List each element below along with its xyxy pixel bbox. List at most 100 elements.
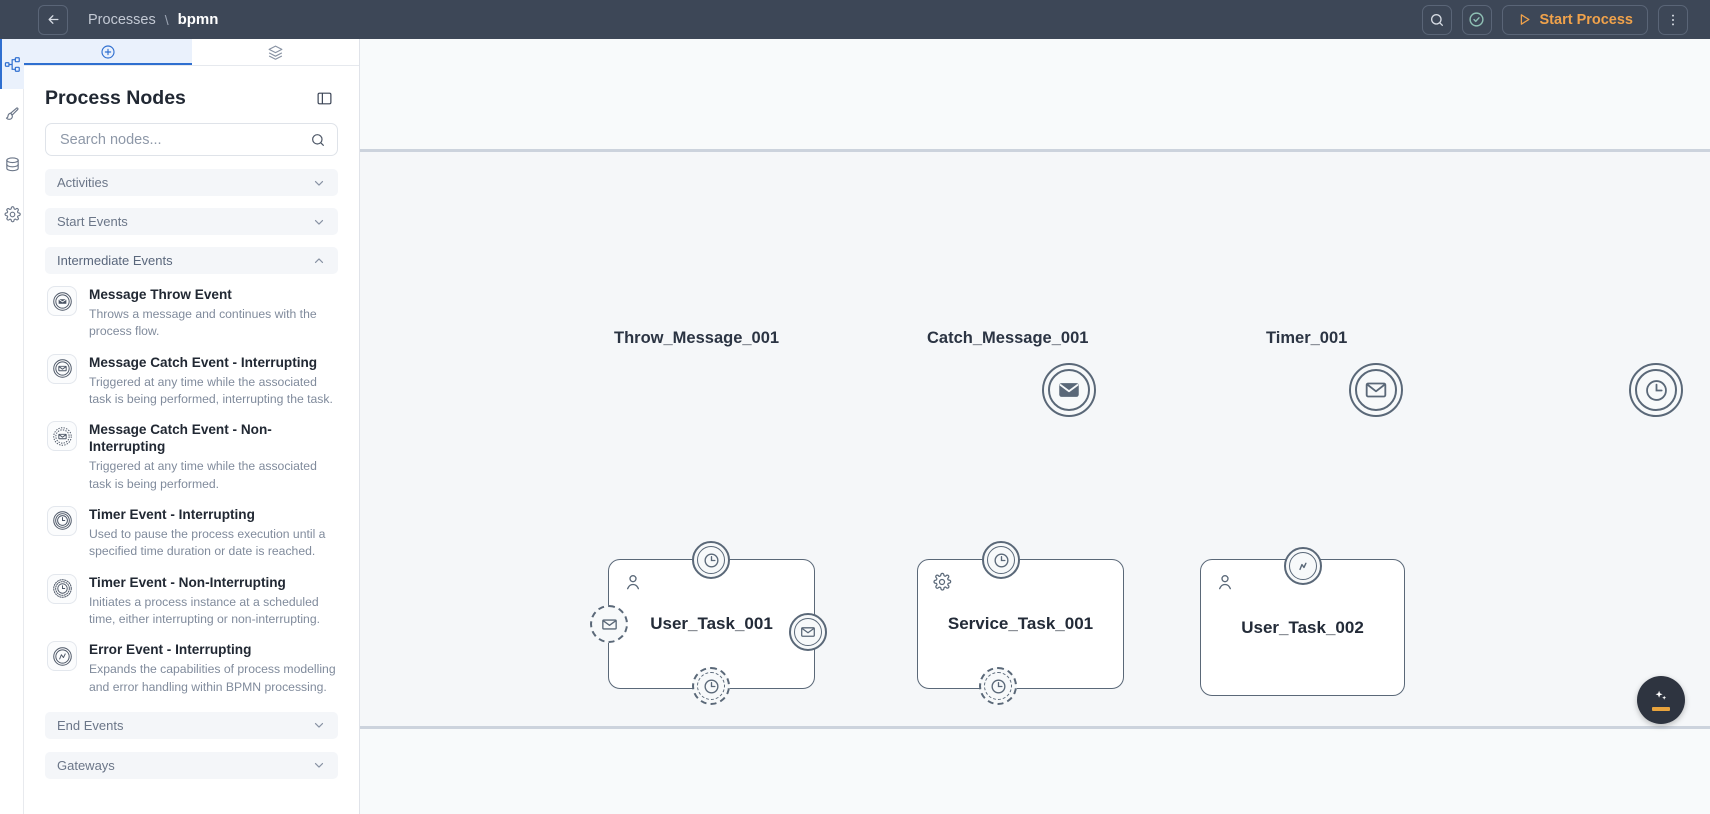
node-item-message-catch-event-non-interrupting[interactable]: Message Catch Event - Non-Interrupting T… [45,421,338,493]
chevron-down-icon [314,219,324,225]
lane-band-bottom [360,729,1710,814]
node-text: Error Event - Interrupting Expands the c… [89,641,338,696]
node-item-message-throw-event[interactable]: Message Throw Event Throws a message and… [45,286,338,341]
node-text: Timer Event - Interrupting Used to pause… [89,506,338,561]
category-activities[interactable]: Activities [45,169,338,196]
error-bolt-icon [1298,562,1307,570]
category-label: Activities [57,175,109,190]
attach-message-right-user-task-001[interactable] [789,613,827,651]
node-item-error-event-interrupting[interactable]: Error Event - Interrupting Expands the c… [45,641,338,696]
node-name: Message Throw Event [89,287,232,302]
chevron-down-icon [314,180,324,186]
clock-icon [703,678,719,694]
chevron-down-icon [314,723,324,728]
layers-icon [268,45,283,60]
category-label: Gateways [57,757,115,773]
paintbrush-icon [5,106,19,120]
process-nodes-panel: Process Nodes Activities [24,39,360,814]
error-event-interrupting-icon [52,646,72,666]
event-node-timer[interactable] [1629,363,1683,417]
timer-event-interrupting-icon [52,511,72,531]
node-name: Message Catch Event - Non-Interrupting [89,422,272,455]
breadcrumb: Processes \ bpmn [88,11,218,28]
attach-error-top-user-task-002[interactable] [1284,547,1322,585]
left-icon-rail [0,39,24,814]
category-label: Intermediate Events [57,253,173,268]
search-icon [312,133,324,146]
node-name: Timer Event - Interrupting [89,506,255,522]
node-item-timer-event-non-interrupting[interactable]: Timer Event - Non-Interrupting Initiates… [45,573,338,629]
search-input[interactable] [60,131,310,148]
category-start-events[interactable]: Start Events [45,208,338,235]
panel-header: Process Nodes [24,66,359,123]
attach-timer-bottom-service-task-001[interactable] [979,667,1017,705]
timer-event-non-interrupting-icon [52,579,72,598]
attach-timer-top-service-task-001[interactable] [982,541,1020,579]
panel-collapse-icon [317,92,332,105]
node-thumb [47,573,77,604]
start-process-label: Start Process [1539,11,1634,28]
node-item-message-catch-event-interrupting[interactable]: Message Catch Event - Interrupting Trigg… [45,353,338,409]
task-node-service-task-001[interactable]: Service_Task_001 [917,559,1124,689]
envelope-outline-icon [1365,382,1387,398]
attach-timer-top-user-task-001[interactable] [692,541,730,579]
back-button[interactable] [38,4,68,35]
node-description: Triggered at any time while the associat… [89,459,317,491]
rail-item-data[interactable] [0,139,24,189]
validate-button[interactable] [1461,4,1492,35]
ai-assistant-button[interactable] [1637,676,1685,724]
search-button[interactable] [1421,4,1452,35]
rail-item-appearance[interactable] [0,89,24,139]
node-item-timer-event-interrupting[interactable]: Timer Event - Interrupting Used to pause… [45,505,338,561]
lane-divider-top [360,149,1710,152]
category-intermediate-events[interactable]: Intermediate Events [45,247,338,274]
clock-icon [703,552,719,568]
rail-item-settings[interactable] [0,189,24,239]
category-gateways[interactable]: Gateways [45,751,338,779]
bpmn-canvas[interactable]: Throw_Message_001 Catch_Message_001 Time… [360,39,1710,814]
search-box[interactable] [45,123,338,156]
category-end-events[interactable]: End Events [45,711,338,739]
node-text: Message Catch Event - Interrupting Trigg… [89,354,338,409]
node-thumb [47,421,77,452]
breadcrumb-separator: \ [164,11,169,28]
task-label: Service_Task_001 [947,614,1094,633]
chevron-down-icon [314,763,324,768]
lane-divider-bottom [360,726,1710,729]
event-label-throw-message: Throw_Message_001 [614,329,780,347]
attach-timer-bottom-user-task-001[interactable] [692,667,730,705]
task-label: User_Task_001 [650,614,773,633]
start-process-button[interactable]: Start Process [1501,4,1648,35]
clock-icon [993,552,1009,568]
search-icon [1430,13,1443,26]
breadcrumb-parent[interactable]: Processes [88,11,156,28]
user-icon [1219,575,1231,590]
node-categories-list[interactable]: Activities Start Events Intermediate Eve… [24,169,359,814]
attach-message-left-user-task-001[interactable] [590,605,628,643]
node-description: Expands the capabilities of process mode… [89,662,336,694]
tab-add-nodes[interactable] [24,39,192,65]
event-node-catch-message[interactable] [1349,363,1403,417]
node-text: Timer Event - Non-Interrupting Initiates… [89,574,338,629]
chevron-up-icon [314,257,324,263]
clock-icon [1645,379,1667,401]
envelope-outline-icon [801,627,815,637]
node-text: Message Catch Event - Non-Interrupting T… [89,421,338,493]
node-text: Message Throw Event Throws a message and… [89,286,338,341]
user-icon [627,575,639,590]
plus-circle-icon [101,45,115,59]
ai-accent-bar [1652,707,1670,711]
panel-tab-bar [24,39,359,66]
message-catch-event-interrupting-icon [52,359,72,378]
node-name: Message Catch Event - Interrupting [89,354,318,370]
top-bar: Processes \ bpmn Start Process [0,0,1710,39]
more-options-button[interactable] [1658,4,1688,35]
event-node-throw-message[interactable] [1042,363,1096,417]
tab-layers[interactable] [192,39,360,65]
node-name: Error Event - Interrupting [89,642,252,658]
panel-collapse-button[interactable] [316,90,333,107]
rail-item-process-tree[interactable] [0,39,24,89]
category-label: Start Events [57,214,128,229]
node-thumb [47,353,77,384]
